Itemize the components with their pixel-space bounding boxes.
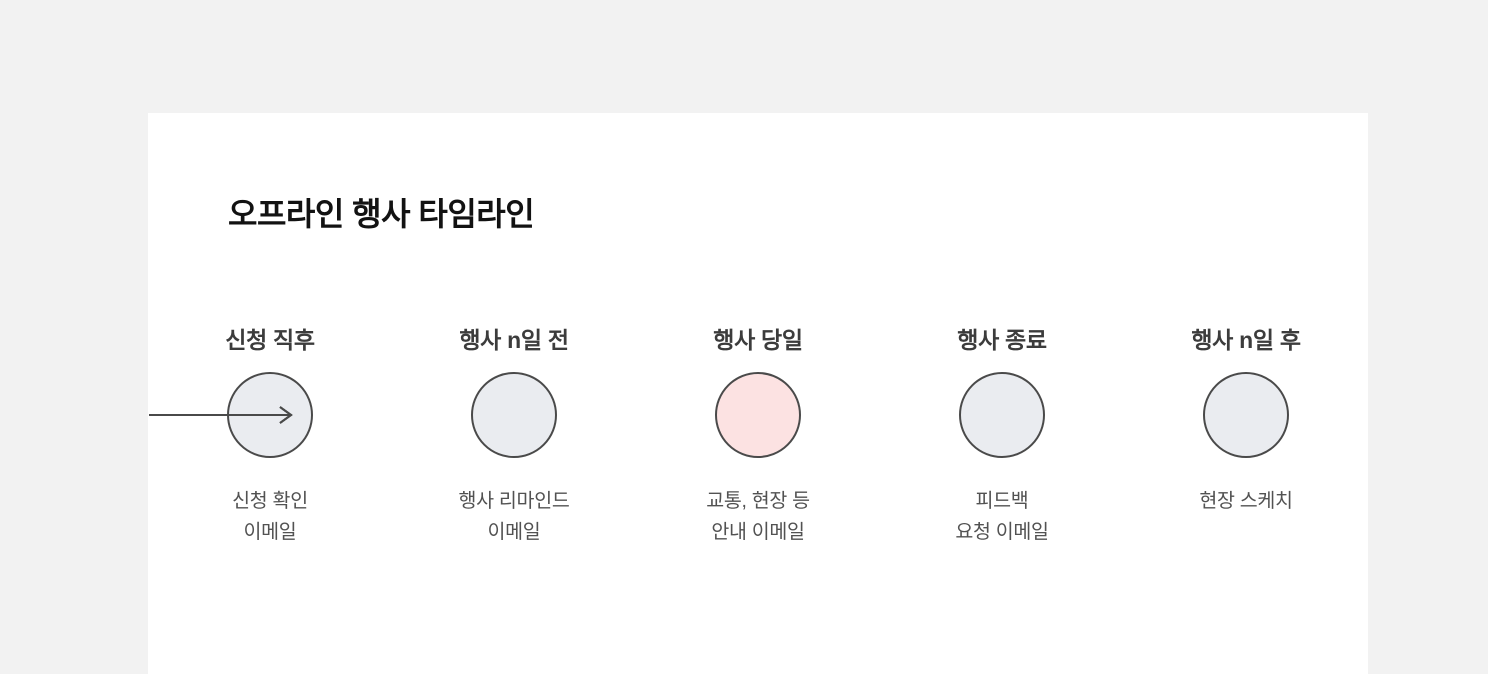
step-description: 행사 리마인드 이메일 bbox=[458, 490, 570, 543]
page-title: 오프라인 행사 타임라인 bbox=[228, 196, 535, 232]
step-node-circle bbox=[471, 372, 557, 458]
timeline-step-2: 행사 n일 전 행사 리마인드 이메일 bbox=[392, 325, 636, 548]
arrow-right-icon bbox=[149, 406, 293, 424]
step-description: 현장 스케치 bbox=[1199, 490, 1293, 512]
step-description: 신청 확인 이메일 bbox=[232, 490, 308, 543]
step-label: 행사 n일 후 bbox=[1191, 327, 1301, 353]
step-node-circle-highlighted bbox=[715, 372, 801, 458]
timeline-step-3-highlighted: 행사 당일 교통, 현장 등 안내 이메일 bbox=[636, 325, 880, 548]
step-node-circle bbox=[1203, 372, 1289, 458]
step-node-circle bbox=[959, 372, 1045, 458]
timeline: 신청 직후 신청 확인 이메일 행사 n일 전 행사 리마인드 이메일 행사 당… bbox=[148, 325, 1368, 625]
step-label: 행사 종료 bbox=[957, 327, 1047, 353]
step-label: 행사 당일 bbox=[713, 327, 803, 353]
step-label: 행사 n일 전 bbox=[459, 327, 569, 353]
timeline-step-5: 행사 n일 후 현장 스케치 bbox=[1124, 325, 1368, 517]
timeline-card: 오프라인 행사 타임라인 신청 직후 신청 확인 이메일 행사 n일 전 행사 … bbox=[148, 113, 1368, 674]
step-description: 교통, 현장 등 안내 이메일 bbox=[706, 490, 810, 543]
timeline-step-4: 행사 종료 피드백 요청 이메일 bbox=[880, 325, 1124, 548]
timeline-step-1: 신청 직후 신청 확인 이메일 bbox=[148, 325, 392, 548]
step-label: 신청 직후 bbox=[225, 327, 315, 353]
step-description: 피드백 요청 이메일 bbox=[955, 490, 1049, 543]
